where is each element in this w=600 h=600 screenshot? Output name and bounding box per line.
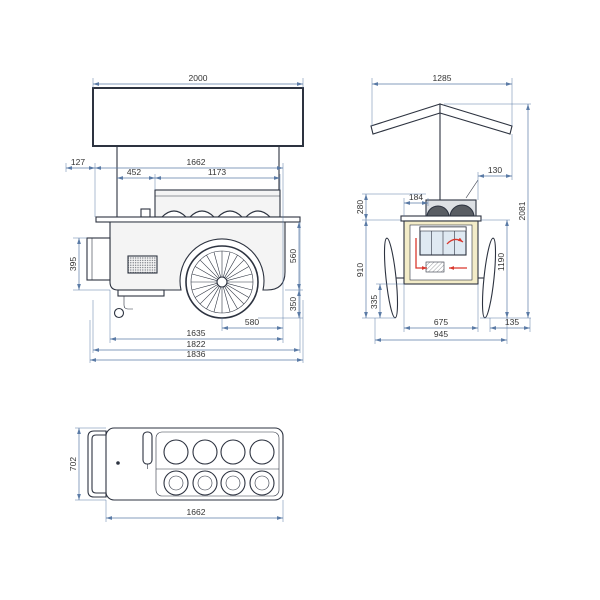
dim-overall-length: 1822	[187, 339, 206, 349]
scoop-holder	[142, 431, 153, 465]
dim-total-height: 2081	[517, 201, 527, 220]
dim-body-width: 675	[434, 317, 448, 327]
dim-display-height: 280	[355, 200, 365, 214]
main-wheel	[185, 245, 259, 319]
front-view	[86, 87, 304, 319]
front-dimensions: 2000 127 1662 452 1173 395 560 350 580	[65, 73, 304, 363]
cone-well	[220, 470, 246, 496]
dim-wheel-offset: 580	[245, 317, 259, 327]
cone-well-inner	[225, 475, 241, 491]
compressor	[425, 261, 445, 273]
wheel-spoke	[226, 284, 249, 298]
wheel-spoke	[226, 266, 249, 280]
wheel-spoke	[225, 285, 245, 305]
cone-well-inner	[254, 475, 270, 491]
wheel-spoke	[191, 283, 218, 291]
wheel-spoke	[226, 283, 253, 291]
dim-plan-depth: 702	[68, 457, 78, 471]
cone-well	[163, 470, 189, 496]
airflow-arrow-down	[415, 238, 427, 270]
dim-base-length: 1635	[187, 328, 206, 338]
control-knob	[140, 208, 151, 218]
caster-wheel	[113, 307, 125, 319]
cone-well	[220, 439, 246, 465]
dim-overall-width: 945	[434, 329, 448, 339]
dim-display-segment: 1173	[208, 167, 227, 177]
drain-tray	[117, 289, 165, 297]
dim-handle-offset: 127	[71, 157, 85, 167]
side-dimensions: 1285 2081 130 184 280 910 335 1190 675	[355, 73, 531, 344]
wheel-spoke	[199, 259, 219, 279]
cone-well	[249, 439, 275, 465]
display-back-panel	[465, 179, 479, 199]
wheel-spoke	[195, 284, 218, 298]
dim-counter-height: 910	[355, 263, 365, 277]
drain-point	[116, 461, 120, 465]
dim-post-span: 1662	[187, 157, 206, 167]
dim-overall-length-max: 1836	[187, 349, 206, 359]
wheel-spoke	[225, 259, 245, 279]
cone-well-inner	[168, 475, 184, 491]
wheel-spokes	[191, 251, 253, 313]
side-storage-box	[86, 237, 111, 281]
dim-plan-length: 1662	[187, 507, 206, 517]
wheel-spoke	[191, 273, 218, 281]
display-cabinet-top	[155, 431, 280, 497]
canopy-panel-right	[439, 103, 513, 135]
plan-dimensions: 702 1662	[68, 427, 284, 522]
counter-top	[95, 216, 301, 223]
dim-left-segment: 452	[127, 167, 141, 177]
dim-roof-offset: 130	[488, 165, 502, 175]
cone-well	[249, 470, 275, 496]
dim-side-box-height: 395	[68, 257, 78, 271]
plan-view	[87, 427, 284, 501]
airflow-arrow-top	[446, 237, 464, 245]
wheel-hub	[216, 276, 228, 288]
wheel-spoke	[223, 251, 231, 278]
cone-well	[163, 439, 189, 465]
dim-axle-height: 335	[369, 295, 379, 309]
dim-canopy-width: 2000	[189, 73, 208, 83]
dim-cart-height: 1190	[496, 253, 506, 272]
wheel-spoke	[195, 266, 218, 280]
drain-pipe	[123, 296, 133, 310]
wheel-spoke	[213, 251, 221, 278]
dim-body-height: 560	[288, 249, 298, 263]
open-lid-left	[426, 205, 450, 218]
dim-wheel-overhang: 135	[505, 317, 519, 327]
glass-display-top	[419, 226, 467, 232]
wheel-spoke	[199, 285, 219, 305]
cone-well	[192, 439, 218, 465]
wheel-spoke	[206, 255, 220, 278]
wheel-spoke	[213, 286, 221, 313]
open-lid-right	[449, 204, 475, 218]
wheel-spoke	[224, 255, 238, 278]
counter-top	[400, 215, 482, 222]
dim-display-depth: 184	[409, 192, 423, 202]
wheel-spoke	[223, 286, 231, 313]
side-wheel-left	[383, 237, 399, 319]
wheel-spoke	[206, 286, 220, 309]
cone-well-inner	[197, 475, 213, 491]
cone-well	[192, 470, 218, 496]
dim-roof-width: 1285	[433, 73, 452, 83]
dim-clearance: 350	[288, 297, 298, 311]
wheel-spoke	[224, 286, 238, 309]
canopy	[92, 87, 304, 147]
ventilation-grille	[127, 255, 158, 274]
wheel-spoke	[226, 273, 253, 281]
